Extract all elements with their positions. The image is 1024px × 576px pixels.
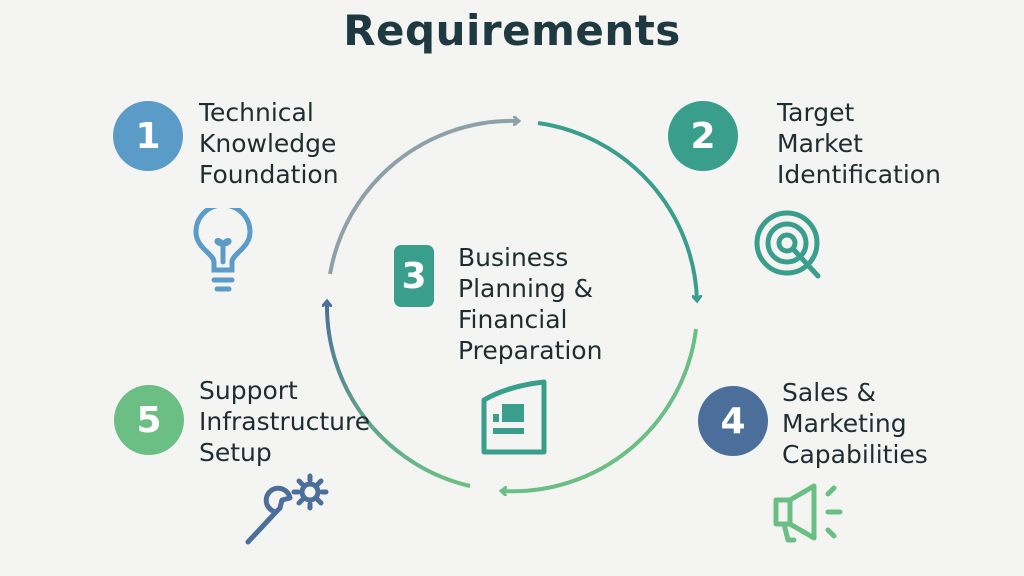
arc-4-to-5 <box>502 328 698 491</box>
step-2-label: Target Market Identification <box>777 97 941 190</box>
lightbulb-icon <box>193 208 253 292</box>
label-line: Setup <box>199 438 272 467</box>
step-4-badge: 4 <box>698 386 768 456</box>
arc-1-to-2 <box>328 121 518 275</box>
label-line: Foundation <box>199 160 339 189</box>
step-4-label: Sales & Marketing Capabilities <box>782 377 928 470</box>
label-line: Capabilities <box>782 440 928 469</box>
chart-document-icon <box>481 379 547 455</box>
step-3-badge: 3 <box>394 245 434 307</box>
megaphone-icon <box>773 483 843 543</box>
label-line: Target <box>777 98 855 127</box>
label-line: Preparation <box>458 336 603 365</box>
step-3-label: Business Planning & Financial Preparatio… <box>458 242 602 366</box>
wrench-gear-icon <box>245 473 329 545</box>
label-line: Marketing <box>782 409 907 438</box>
diagram-title: Requirements <box>343 6 681 55</box>
label-line: Knowledge <box>199 129 337 158</box>
label-line: Infrastructure <box>199 407 371 436</box>
label-line: Financial <box>458 305 568 334</box>
step-2-badge: 2 <box>668 101 738 171</box>
label-line: Planning & <box>458 274 594 303</box>
step-1-label: Technical Knowledge Foundation <box>199 97 339 190</box>
target-icon <box>754 210 821 279</box>
arc-5-to-1 <box>327 302 471 488</box>
label-line: Identification <box>777 160 941 189</box>
step-5-badge: 5 <box>114 385 184 455</box>
label-line: Sales & <box>782 378 876 407</box>
step-5-label: Support Infrastructure Setup <box>199 375 370 468</box>
label-line: Market <box>777 129 863 158</box>
label-line: Support <box>199 376 298 405</box>
label-line: Technical <box>199 98 314 127</box>
label-line: Business <box>458 243 569 272</box>
arc-2-to-4 <box>537 121 697 300</box>
step-1-badge: 1 <box>113 101 183 171</box>
